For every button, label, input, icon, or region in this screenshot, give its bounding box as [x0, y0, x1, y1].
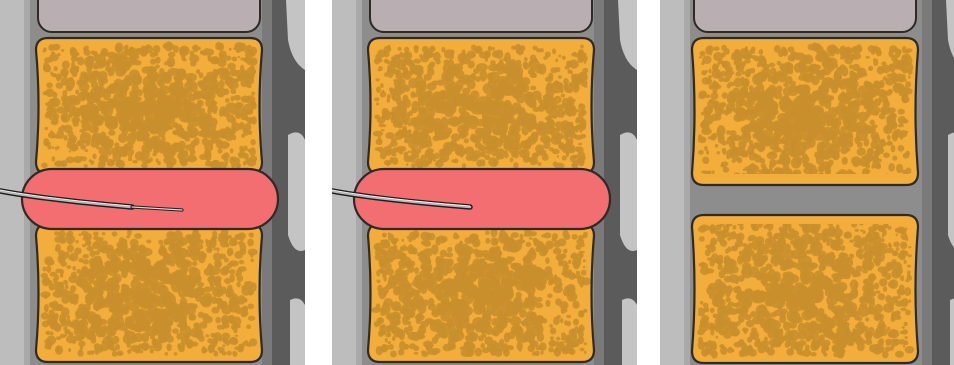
- panel-2-svg: [332, 0, 637, 365]
- anterior-ligament: [0, 0, 24, 365]
- facet-middle: [288, 132, 305, 251]
- lower-vertebra: [368, 224, 594, 362]
- panel-3: [660, 0, 954, 365]
- panel-1: [0, 0, 305, 365]
- upper-vertebra: [36, 38, 262, 174]
- posterior-ligament: [922, 0, 932, 365]
- anterior-ligament: [660, 0, 684, 365]
- upper-disc: [370, 0, 592, 32]
- facet-lower: [622, 298, 637, 365]
- upper-disc: [38, 0, 260, 32]
- upper-vertebra: [692, 38, 918, 185]
- facet-lower: [290, 298, 305, 365]
- panel-1-svg: [0, 0, 305, 365]
- facet-middle: [948, 132, 954, 251]
- upper-vertebra: [368, 38, 594, 174]
- lower-vertebra: [692, 215, 918, 363]
- ligament-edge: [684, 0, 690, 365]
- panel-2: [332, 0, 637, 365]
- panel-3-svg: [660, 0, 954, 365]
- upper-disc: [694, 0, 916, 32]
- facet-lower: [950, 298, 954, 365]
- anterior-ligament: [332, 0, 356, 365]
- facet-middle: [620, 132, 637, 251]
- lower-vertebra: [36, 224, 262, 362]
